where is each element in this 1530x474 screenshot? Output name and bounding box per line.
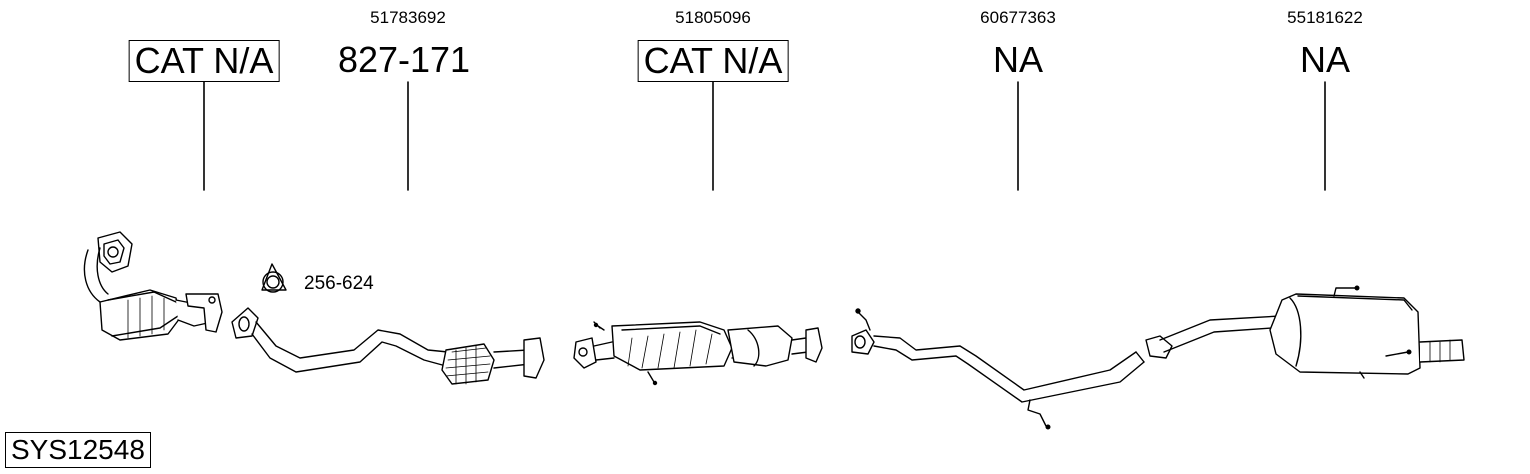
system-code: SYS12548 [5,432,151,468]
part-label-4: NA [992,39,1044,80]
leader-lines [203,81,1326,191]
intermediate-pipe [851,308,1145,430]
oem-number-2: 51783692 [370,8,446,27]
front-pipe-flex [231,307,545,385]
gasket-part [261,263,287,293]
oem-number-5: 55181622 [1287,8,1363,27]
gasket-label: 256-624 [304,273,374,294]
part-label-2: 827-171 [337,39,471,80]
rear-silencer [1145,285,1465,379]
manifold-catalyst [83,231,223,341]
oem-number-4: 60677363 [980,8,1056,27]
part-label-1: CAT N/A [128,40,280,82]
oem-number-3: 51805096 [675,8,751,27]
part-label-5: NA [1299,39,1351,80]
catalytic-converter [573,321,823,386]
